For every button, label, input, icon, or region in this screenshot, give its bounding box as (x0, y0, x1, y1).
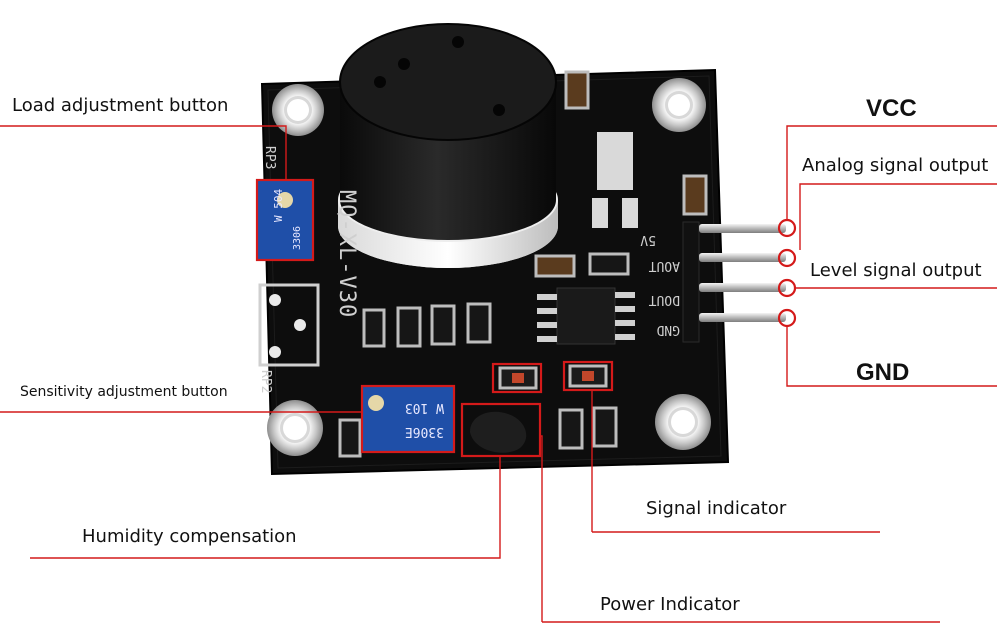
signal-led-highlight (562, 360, 614, 392)
label-level-output: Level signal output (810, 260, 982, 281)
power-led (491, 362, 543, 394)
rp2-footprint: RP2 (258, 283, 320, 393)
label-load-adjustment: Load adjustment button (12, 95, 228, 116)
mounting-hole-bottom-right (655, 394, 711, 450)
sensitivity-adjustment-highlight (360, 384, 456, 454)
label-sensitivity-adjustment: Sensitivity adjustment button (20, 384, 228, 400)
silkscreen-pad (592, 132, 638, 228)
pin-highlights (777, 218, 797, 328)
rp2-silk: RP2 (258, 370, 273, 393)
load-adjustment-pot[interactable]: W 504 3306 (255, 178, 315, 262)
humidity-compensation-component (460, 402, 542, 458)
smd-components (338, 70, 708, 458)
label-signal-indicator: Signal indicator (646, 498, 787, 519)
pot-top-code: W 504 (272, 189, 285, 222)
pin-silk-labels: 5V AOUT DOUT GND (640, 232, 680, 337)
pot-top-series: 3306 (292, 226, 303, 250)
pin-silk-gnd: GND (656, 322, 680, 337)
leader-lines (0, 125, 997, 623)
pin-silk-5v: 5V (640, 232, 656, 247)
sensitivity-adjustment-pot[interactable]: W 103 3306E (360, 384, 456, 454)
label-gnd: GND (856, 359, 909, 386)
pin-silk-aout: AOUT (649, 258, 680, 273)
pin-silk-dout: DOUT (649, 292, 680, 307)
comparator-ic (537, 287, 635, 345)
label-power-indicator: Power Indicator (600, 594, 740, 615)
load-adjustment-highlight (255, 178, 315, 262)
label-vcc: VCC (866, 95, 917, 122)
signal-led (562, 360, 614, 392)
mounting-hole-top-left (272, 84, 324, 136)
mounting-hole-top-right (652, 78, 706, 132)
pin-aout-circle (777, 248, 797, 268)
label-humidity-compensation: Humidity compensation (82, 526, 297, 547)
humidity-compensation-highlight (460, 402, 542, 458)
pin-header (682, 221, 786, 343)
mounting-hole-bottom-left (267, 400, 323, 456)
pot-bottom-code: W 103 (405, 400, 444, 415)
pot-bottom-series: 3306E (405, 424, 444, 439)
gas-sensor (338, 23, 558, 268)
rp3-silk: RP3 (262, 146, 277, 169)
power-led-highlight (491, 362, 543, 394)
label-analog-output: Analog signal output (802, 155, 988, 176)
model-silk: MQ-XL-V30 (334, 190, 359, 318)
